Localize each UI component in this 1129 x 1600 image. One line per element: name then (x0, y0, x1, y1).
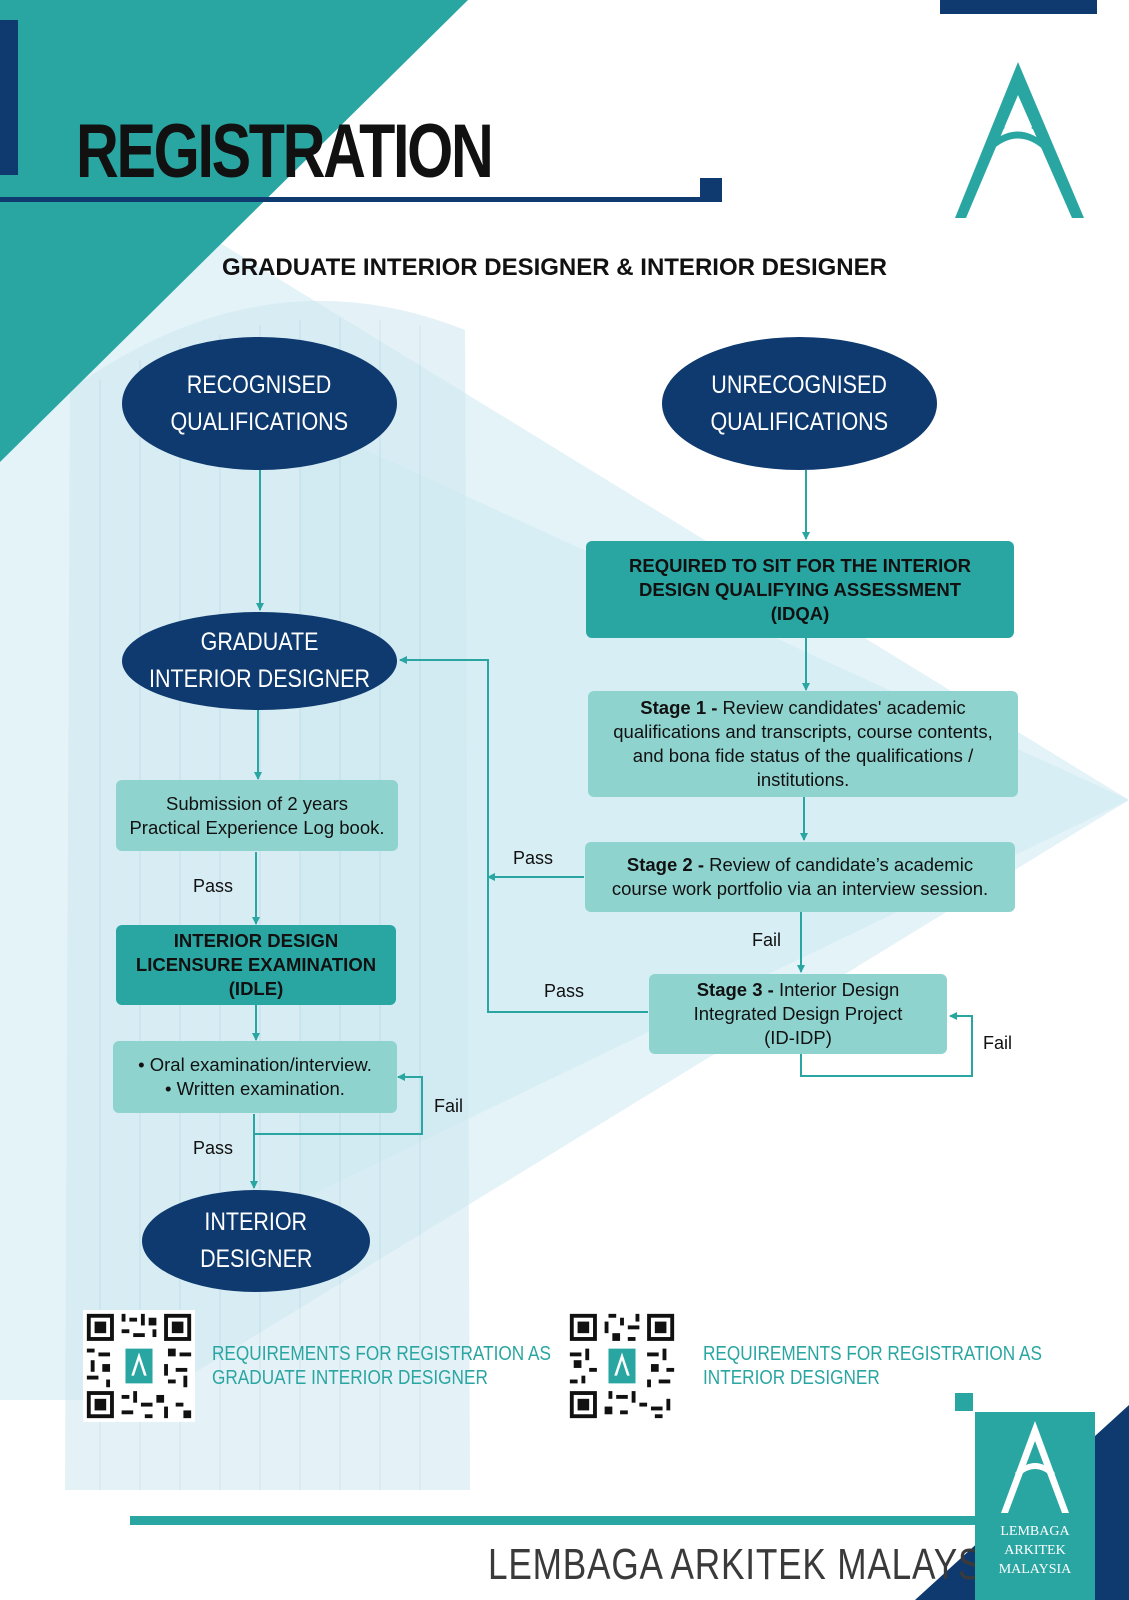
stage-3-box: Stage 3 - Interior Design Integrated Des… (649, 974, 947, 1054)
oral-written-exam-box: • Oral examination/interview.• Written e… (113, 1041, 397, 1113)
edge-label-pass-exams: Pass (193, 1138, 234, 1158)
organization-name: LEMBAGA ARKITEK MALAYSIA (488, 1540, 1018, 1589)
page-title: REGISTRATION (76, 109, 494, 194)
qr-code-interior-designer[interactable] (566, 1310, 678, 1422)
edge-label-pass-stage3: Pass (544, 981, 585, 1001)
stage-2-box: Stage 2 - Review of candidate’s academic… (585, 842, 1015, 912)
organization-logo: LEMBAGA ARKITEK MALAYSIA (975, 1412, 1095, 1600)
page-subtitle: GRADUATE INTERIOR DESIGNER & INTERIOR DE… (222, 254, 887, 281)
edge-label-pass-stage2: Pass (513, 848, 554, 868)
stage-1-box: Stage 1 - Review candidates' academic qu… (588, 691, 1018, 797)
edge-label-fail-stage2: Fail (752, 930, 782, 950)
edge-label-fail-exams: Fail (434, 1096, 464, 1116)
qr-code-graduate[interactable] (83, 1310, 195, 1422)
edge-label-fail-stage3: Fail (983, 1033, 1013, 1053)
edge-label-pass-logbook: Pass (193, 876, 234, 896)
logo-a-icon (1001, 1421, 1069, 1513)
